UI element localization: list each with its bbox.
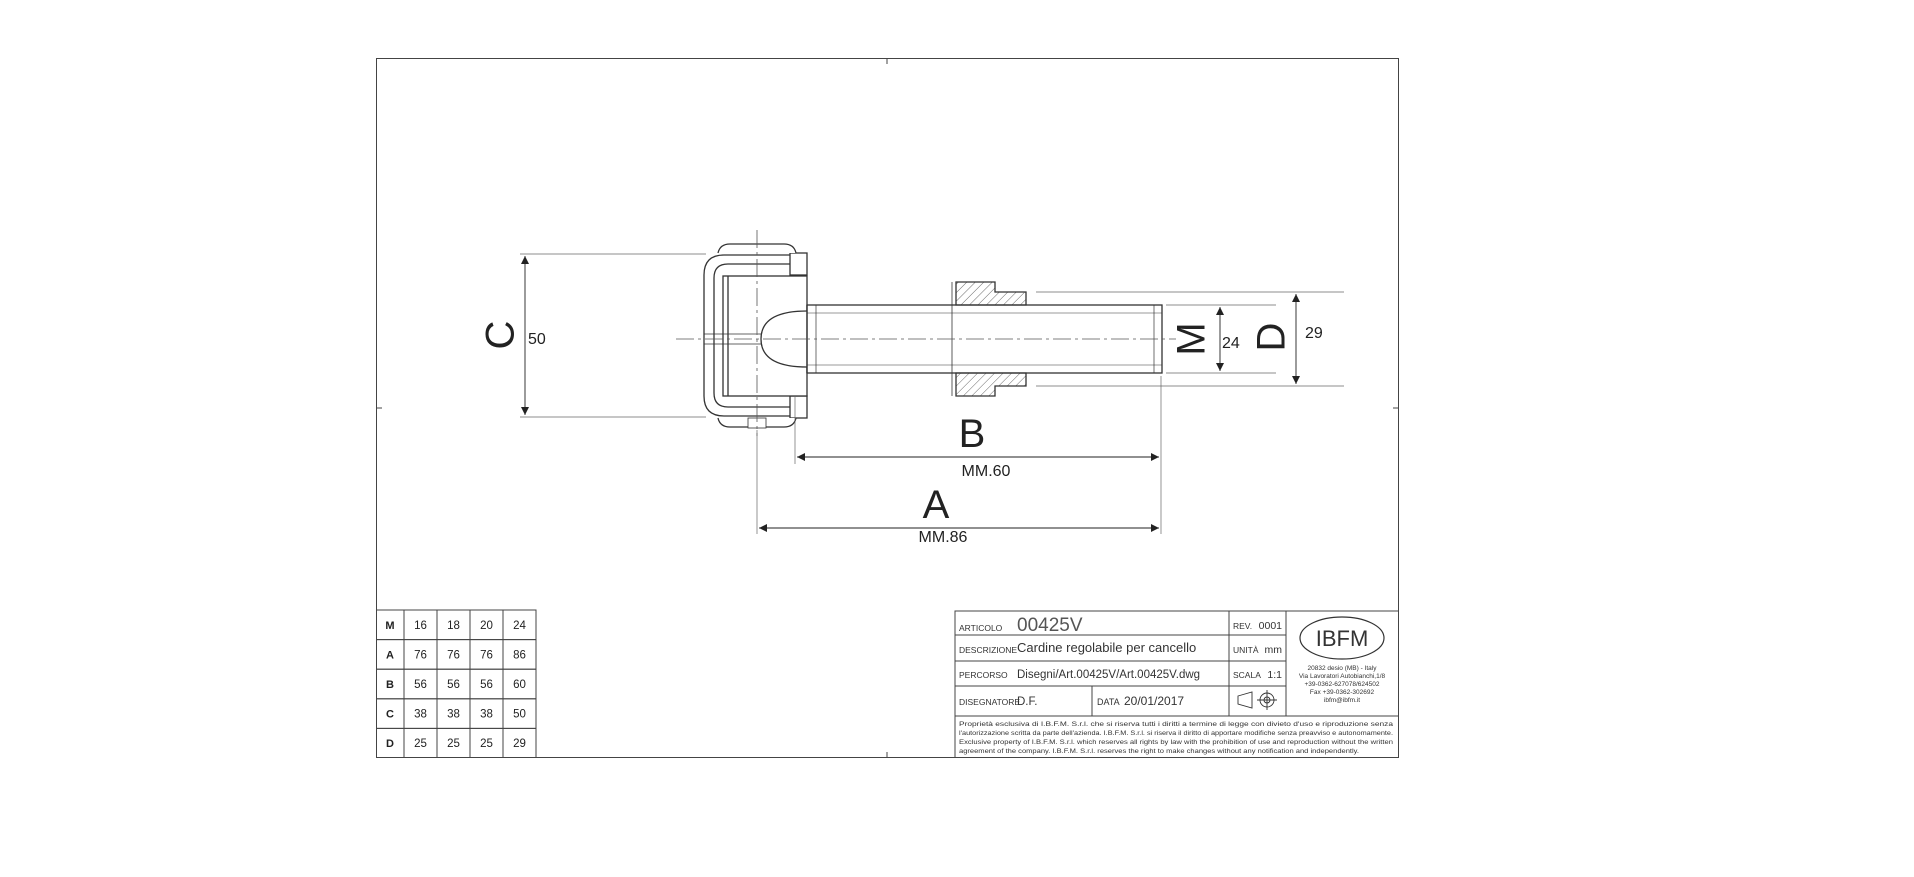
size-table-row: C 38 38 38 50: [375, 698, 537, 729]
size-table-cell: 50: [513, 709, 526, 721]
scala-value: 1:1: [1267, 669, 1282, 681]
ibfm-logo: IBFM: [1299, 616, 1385, 660]
svg-text:ibfm@ibfm.it: ibfm@ibfm.it: [1324, 697, 1360, 704]
title-block: ARTICOLO 00425V DESCRIZIONE Cardine rego…: [954, 610, 1400, 759]
dim-c-value: 50: [528, 331, 546, 348]
size-table-cell: 25: [480, 738, 493, 750]
dim-b-letter: B: [959, 412, 986, 456]
drawing-sheet: C 50 B MM.60 A MM.86 M 24 D 29 M 16 18 20 24…: [370, 52, 1405, 764]
size-table-row: D 25 25 25 29: [375, 727, 537, 759]
size-table-cell: 56: [414, 679, 427, 691]
size-table-row: B 56 56 56 60: [375, 668, 537, 700]
size-table-cell: 76: [447, 649, 460, 661]
dim-m-value: 24: [1222, 335, 1240, 352]
svg-text:l'autorizzazione scritta da pa: l'autorizzazione scritta da parte dell'a…: [959, 730, 1393, 737]
descrizione-label: DESCRIZIONE: [959, 645, 1017, 655]
svg-text:Via Lavoratori Autobianchi,1/8: Via Lavoratori Autobianchi,1/8: [1299, 673, 1386, 680]
size-table-cell: 56: [447, 679, 460, 691]
rod-dome: [760, 310, 808, 368]
dim-c-letter: C: [479, 321, 523, 350]
percorso-label: PERCORSO: [959, 670, 1008, 680]
u-bracket: [703, 254, 790, 417]
extension-lines: [520, 253, 1344, 534]
svg-text:20832 desio (MB) - Italy: 20832 desio (MB) - Italy: [1307, 665, 1377, 672]
data-value: 20/01/2017: [1124, 694, 1184, 708]
company-address: 20832 desio (MB) - Italy Via Lavoratori …: [1299, 665, 1386, 704]
size-table-cell: 16: [414, 620, 427, 632]
size-table-row: A 76 76 76 86: [375, 639, 537, 670]
size-table-cell: 38: [414, 709, 427, 721]
size-table-row-label: M: [385, 620, 394, 632]
disclaimer: Proprietà esclusiva di I.B.F.M. S.r.l. c…: [959, 721, 1394, 755]
size-table-row-label: C: [386, 709, 394, 721]
dim-a-letter: A: [923, 483, 950, 527]
center-lines: [676, 230, 1176, 436]
svg-text:agreement of the company. I.B.: agreement of the company. I.B.F.M. S.r.l…: [959, 748, 1359, 755]
rev-value: 0001: [1259, 620, 1283, 632]
size-table-cell: 25: [414, 738, 427, 750]
unita-label: UNITÀ: [1233, 645, 1259, 655]
size-table-cell: 38: [447, 709, 460, 721]
dim-d-letter: D: [1250, 323, 1294, 352]
svg-text:Exclusive property of I.B.F.M.: Exclusive property of I.B.F.M. S.r.l. wh…: [959, 739, 1394, 746]
svg-text:+39-0362-627078/624502: +39-0362-627078/624502: [1304, 681, 1379, 688]
size-table-row-label: D: [386, 738, 394, 750]
size-table-cell: 76: [414, 649, 427, 661]
size-table-row-label: A: [386, 649, 394, 661]
articolo-label: ARTICOLO: [959, 623, 1003, 633]
svg-text:IBFM: IBFM: [1316, 626, 1369, 651]
size-table-cell: 76: [480, 649, 493, 661]
size-table: M 16 18 20 24A 76 76 76 86B 56 56 56 60C 38 38 38 50D 25 2…: [375, 609, 537, 759]
descrizione-value: Cardine regolabile per cancello: [1017, 640, 1196, 655]
size-table-cell: 20: [480, 620, 493, 632]
data-label: DATA: [1097, 697, 1120, 707]
projection-symbol-icon: [1237, 690, 1277, 710]
size-table-row-label: B: [386, 679, 394, 691]
dim-m-letter: M: [1170, 322, 1214, 355]
technical-drawing: C 50 B MM.60 A MM.86 M 24 D 29 M 16 18 20 24…: [370, 52, 1405, 764]
articolo-value: 00425V: [1017, 615, 1083, 636]
svg-text:Fax +39-0362-302692: Fax +39-0362-302692: [1310, 689, 1375, 696]
disegnatore-value: D.F.: [1017, 696, 1037, 708]
svg-text:Proprietà esclusiva di I.B.F.M: Proprietà esclusiva di I.B.F.M. S.r.l. c…: [959, 721, 1394, 728]
dim-b-value: MM.60: [962, 463, 1011, 480]
size-table-cell: 86: [513, 649, 526, 661]
scala-label: SCALA: [1233, 670, 1261, 680]
size-table-cell: 18: [447, 620, 460, 632]
dim-d-value: 29: [1305, 325, 1323, 342]
percorso-value: Disegni/Art.00425V/Art.00425V.dwg: [1017, 669, 1200, 681]
size-table-cell: 60: [513, 679, 526, 691]
size-table-cell: 56: [480, 679, 493, 691]
unita-value: mm: [1265, 644, 1283, 656]
size-table-cell: 29: [513, 738, 526, 750]
dimension-lines: [521, 256, 1300, 532]
disegnatore-label: DISEGNATORE: [959, 697, 1020, 707]
hinge-drawing: [703, 243, 1163, 429]
dim-a-value: MM.86: [919, 529, 968, 546]
rev-label: REV.: [1233, 621, 1252, 631]
size-table-row: M 16 18 20 24: [375, 609, 537, 641]
size-table-cell: 25: [447, 738, 460, 750]
size-table-cell: 38: [480, 709, 493, 721]
size-table-cell: 24: [513, 620, 526, 632]
